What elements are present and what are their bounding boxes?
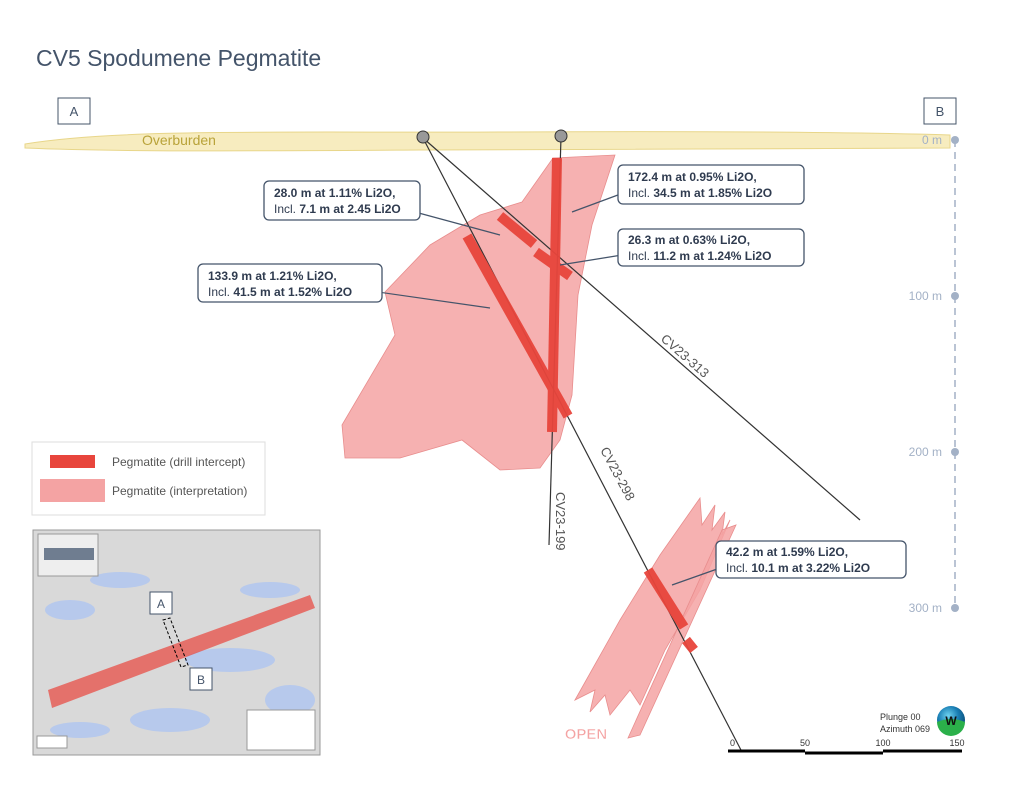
legend-swatch-interpretation [40, 479, 105, 502]
callout-28-0m: 28.0 m at 1.11% Li2O, Incl. 7.1 m at 2.4… [263, 180, 501, 236]
pegmatite-interpretation-lower [574, 496, 731, 716]
overburden-label: Overburden [142, 132, 216, 148]
plunge-label: Plunge 00 [880, 712, 921, 722]
callout-133-9m: 133.9 m at 1.21% Li2O, Incl. 41.5 m at 1… [197, 263, 491, 309]
hole-label-cv23-199: CV23-199 [553, 492, 568, 551]
svg-text:133.9 m at 1.21% Li2O,: 133.9 m at 1.21% Li2O, [208, 269, 337, 283]
depth-scale: 0 m 100 m 200 m 300 m [909, 133, 959, 615]
inset-location-map: A B [32, 529, 321, 756]
svg-text:50: 50 [800, 738, 810, 748]
hole-label-cv23-298: CV23-298 [597, 444, 638, 503]
svg-text:Incl. 10.1 m at 3.22% Li2O: Incl. 10.1 m at 3.22% Li2O [726, 561, 870, 575]
svg-text:0 m: 0 m [922, 133, 942, 147]
callout-26-3m: 26.3 m at 0.63% Li2O, Incl. 11.2 m at 1.… [559, 228, 805, 267]
svg-text:Pegmatite (interpretation): Pegmatite (interpretation) [112, 484, 247, 498]
section-label-b: B [923, 97, 957, 125]
callout-42-2m: 42.2 m at 1.59% Li2O, Incl. 10.1 m at 3.… [671, 540, 907, 586]
svg-text:A: A [70, 104, 79, 119]
svg-text:0: 0 [730, 738, 735, 748]
hole-label-cv23-313: CV23-313 [658, 331, 712, 381]
svg-text:B: B [936, 104, 945, 119]
svg-text:Incl. 41.5 m at 1.52% Li2O: Incl. 41.5 m at 1.52% Li2O [208, 285, 352, 299]
svg-text:150: 150 [949, 738, 964, 748]
collar-icon [554, 129, 568, 143]
svg-text:Incl. 34.5 m at 1.85% Li2O: Incl. 34.5 m at 1.85% Li2O [628, 186, 772, 200]
svg-text:172.4 m at 0.95% Li2O,: 172.4 m at 0.95% Li2O, [628, 170, 757, 184]
svg-text:A: A [157, 597, 165, 611]
svg-text:W: W [945, 714, 957, 728]
callout-172-4m: 172.4 m at 0.95% Li2O, Incl. 34.5 m at 1… [571, 164, 805, 213]
svg-text:Incl. 11.2 m at 1.24% Li2O: Incl. 11.2 m at 1.24% Li2O [628, 249, 771, 263]
overburden-layer [24, 131, 951, 152]
page-title: CV5 Spodumene Pegmatite [36, 45, 321, 71]
svg-text:42.2 m at 1.59% Li2O,: 42.2 m at 1.59% Li2O, [726, 545, 848, 559]
open-label: OPEN [565, 726, 608, 743]
svg-text:28.0 m at 1.11% Li2O,: 28.0 m at 1.11% Li2O, [274, 186, 395, 200]
scale-bar: 0 50 100 150 [728, 738, 965, 755]
azimuth-label: Azimuth 069 [880, 724, 930, 734]
legend-swatch-intercept [50, 455, 95, 468]
pegmatite-interpretation-strip [627, 524, 737, 739]
svg-text:300 m: 300 m [909, 601, 942, 615]
collar-icon [416, 130, 430, 144]
svg-text:Incl. 7.1 m at 2.45 Li2O: Incl. 7.1 m at 2.45 Li2O [274, 202, 401, 216]
drill-intercepts [462, 157, 698, 654]
svg-text:100: 100 [875, 738, 890, 748]
legend: Pegmatite (drill intercept) Pegmatite (i… [31, 441, 266, 516]
svg-text:Pegmatite (drill intercept): Pegmatite (drill intercept) [112, 455, 245, 469]
orientation-globe-icon: W [937, 706, 965, 736]
svg-text:B: B [197, 673, 205, 687]
svg-text:26.3 m at 0.63% Li2O,: 26.3 m at 0.63% Li2O, [628, 233, 750, 247]
svg-text:200 m: 200 m [909, 445, 942, 459]
section-label-a: A [57, 97, 91, 125]
svg-text:100 m: 100 m [909, 289, 942, 303]
pegmatite-interpretation-upper [341, 154, 616, 471]
